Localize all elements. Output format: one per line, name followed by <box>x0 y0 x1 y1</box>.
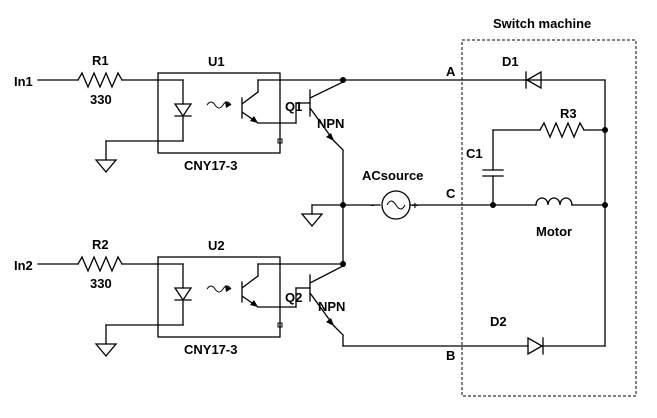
transistor-q1-name: Q1 <box>285 99 302 114</box>
led-u2 <box>173 287 193 302</box>
svg-text:-: - <box>371 200 374 211</box>
svg-text:+: + <box>412 201 418 212</box>
resistor-r2 <box>77 255 123 273</box>
light-arrow-u2 <box>206 285 232 293</box>
resistor-r2-name: R2 <box>92 237 109 252</box>
switch-machine-title: Switch machine <box>493 16 591 31</box>
input-label-in1: In1 <box>14 74 33 89</box>
resistor-r3-name: R3 <box>560 106 577 121</box>
transistor-q2-name: Q2 <box>285 290 302 305</box>
ac-source-name: ACsource <box>362 168 423 183</box>
resistor-r2-value: 330 <box>90 276 112 291</box>
resistor-r1 <box>77 71 123 89</box>
light-arrow-u1 <box>206 101 232 109</box>
transistor-q2-type: NPN <box>318 299 345 314</box>
motor-coil <box>535 197 573 206</box>
ground-symbol-u1 <box>94 159 118 174</box>
optocoupler-u2-name: U2 <box>208 238 225 253</box>
optocoupler-u1 <box>157 72 281 154</box>
led-u1 <box>173 103 193 118</box>
optocoupler-u2-part: CNY17-3 <box>184 342 237 357</box>
node-label-c: C <box>446 186 456 201</box>
switch-machine-boundary <box>461 39 637 397</box>
capacitor-c1-name: C1 <box>466 146 483 161</box>
optocoupler-u1-name: U1 <box>208 54 225 69</box>
diode-d1 <box>525 70 542 90</box>
motor-label: Motor <box>536 224 572 239</box>
node-label-b: B <box>446 348 455 363</box>
diode-d2 <box>527 336 544 356</box>
input-label-in2: In2 <box>14 258 33 273</box>
diode-d2-name: D2 <box>490 314 507 329</box>
diode-d1-name: D1 <box>502 54 519 69</box>
resistor-r1-name: R1 <box>92 53 109 68</box>
ground-symbol-u2 <box>94 343 118 358</box>
node-label-a: A <box>446 64 456 79</box>
resistor-r3 <box>539 121 585 139</box>
optocoupler-u2 <box>157 256 281 338</box>
ground-symbol-source <box>300 213 324 228</box>
optocoupler-u1-part: CNY17-3 <box>184 158 237 173</box>
resistor-r1-value: 330 <box>90 92 112 107</box>
